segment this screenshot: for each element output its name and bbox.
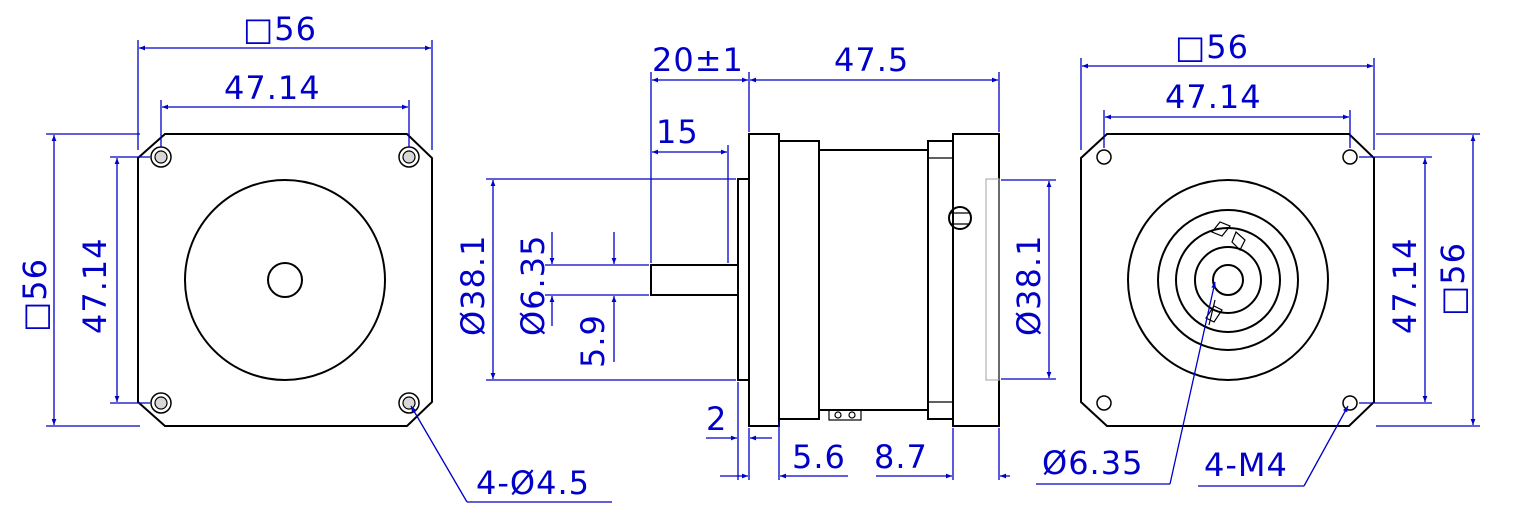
side-flange-thickness-label: 5.6 xyxy=(792,438,846,476)
front-flange-outline xyxy=(137,133,433,427)
rear-hub-mid xyxy=(1175,227,1281,333)
front-shaft-circle xyxy=(267,262,303,298)
side-view: 20±1 47.5 15 Ø38.1 Ø6.35 5.9 2 5 xyxy=(454,41,1056,480)
front-holes-leader xyxy=(410,405,468,503)
side-screw-head xyxy=(948,206,972,230)
rear-square-top-label: □56 xyxy=(1175,28,1249,66)
side-front-flange-step xyxy=(778,140,820,420)
front-holes-label: 4-Ø4.5 xyxy=(476,464,590,502)
front-view: □56 47.14 □56 47.14 4-Ø4.5 xyxy=(16,10,612,503)
side-shaft-diameter-label: Ø6.35 xyxy=(514,235,552,336)
rear-flange-outline xyxy=(1080,133,1375,427)
side-shaft-length-label: 20±1 xyxy=(652,41,744,79)
rear-pitch-right-label: 47.14 xyxy=(1386,237,1424,334)
side-body-length-label: 47.5 xyxy=(834,41,909,79)
side-pilot-boss xyxy=(737,178,750,381)
front-pilot-circle xyxy=(184,179,386,381)
side-pilot-diameter-left-label: Ø38.1 xyxy=(454,235,492,336)
side-flat-length-label: 15 xyxy=(656,113,699,151)
side-rear-flange-step xyxy=(927,140,954,420)
rear-bore-label: Ø6.35 xyxy=(1042,444,1143,482)
rear-mount-hole-tl xyxy=(1096,149,1112,165)
rear-holes-leader xyxy=(1303,405,1349,487)
rear-hub-outer xyxy=(1157,209,1299,351)
side-rear-flange-thickness-label: 8.7 xyxy=(874,438,928,476)
front-square-left-label: □56 xyxy=(16,258,54,332)
front-mount-hole-bl xyxy=(150,392,172,414)
rear-clamp-slot xyxy=(1211,221,1231,237)
rear-mount-hole-bl xyxy=(1096,395,1112,411)
front-pitch-left-label: 47.14 xyxy=(76,237,114,334)
side-rear-pilot xyxy=(985,178,1000,381)
side-connector xyxy=(828,409,862,421)
rear-boss-circle xyxy=(1127,179,1329,381)
front-square-top-label: □56 xyxy=(243,10,317,48)
rear-holes-label: 4-M4 xyxy=(1204,446,1288,484)
rear-mount-hole-tr xyxy=(1342,149,1358,165)
side-flat-depth-label: 5.9 xyxy=(574,314,612,368)
front-mount-hole-br xyxy=(398,392,420,414)
rear-view: □56 47.14 47.14 □56 Ø6.35 4-M4 xyxy=(1036,28,1480,487)
side-pilot-diameter-right-label: Ø38.1 xyxy=(1010,235,1048,336)
front-mount-hole-tr xyxy=(398,146,420,168)
rear-bore xyxy=(1212,264,1244,296)
rear-mount-hole-br xyxy=(1342,395,1358,411)
rear-square-right-label: □56 xyxy=(1434,242,1472,316)
rear-bore-leader xyxy=(1169,281,1217,485)
side-shaft xyxy=(650,264,739,296)
side-rear-flange xyxy=(952,133,1000,427)
side-front-flange xyxy=(748,133,780,427)
rear-hub-inner xyxy=(1194,246,1262,314)
rear-pitch-top-label: 47.14 xyxy=(1165,78,1262,116)
side-pilot-height-label: 2 xyxy=(706,400,727,438)
front-pitch-top-label: 47.14 xyxy=(224,69,321,107)
front-mount-hole-tl xyxy=(150,146,172,168)
